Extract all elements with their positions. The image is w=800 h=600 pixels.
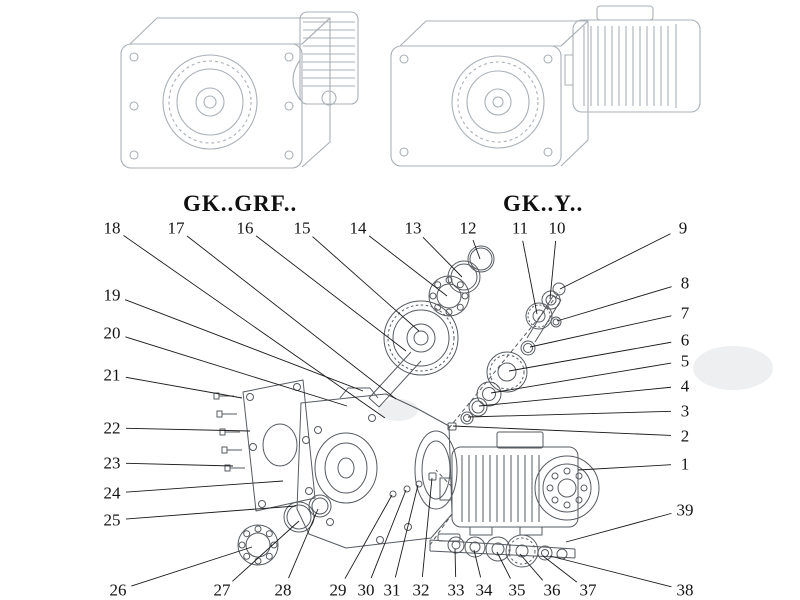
leader-line-8 <box>556 286 672 322</box>
leader-line-27 <box>232 520 300 582</box>
leader-line-16 <box>255 235 407 352</box>
leader-line-37 <box>542 555 578 583</box>
leader-line-29 <box>344 494 393 579</box>
callout-number-15: 15 <box>293 218 311 238</box>
leader-line-9 <box>559 233 671 290</box>
gear-housing <box>296 387 458 549</box>
small-fasteners <box>389 472 437 498</box>
callout-number-10: 10 <box>548 218 566 238</box>
callout-number-30: 30 <box>357 580 375 600</box>
lower-bearing-set <box>237 494 332 566</box>
leader-line-14 <box>368 235 448 297</box>
leader-line-22 <box>125 427 251 432</box>
motor-drawing <box>564 5 701 113</box>
intermediate-gear-set <box>447 340 536 431</box>
output-gear-shaft <box>368 300 459 408</box>
flange-bolts <box>213 392 245 472</box>
callout-number-27: 27 <box>213 580 231 600</box>
leader-line-4 <box>478 386 672 407</box>
callout-number-1: 1 <box>680 454 690 474</box>
callout-number-8: 8 <box>680 273 690 293</box>
input-fin-block <box>299 11 359 105</box>
callout-number-13: 13 <box>404 218 422 238</box>
exploded-motor <box>439 431 600 536</box>
leader-line-28 <box>288 508 319 579</box>
leader-line-31 <box>394 484 419 578</box>
callout-number-17: 17 <box>167 218 185 238</box>
callout-number-21: 21 <box>103 365 121 385</box>
callout-number-5: 5 <box>680 351 690 371</box>
leader-line-5 <box>490 362 672 394</box>
leader-line-18 <box>123 235 386 419</box>
callout-number-34: 34 <box>475 580 493 600</box>
callout-number-32: 32 <box>412 580 430 600</box>
callout-number-19: 19 <box>103 285 121 305</box>
callout-number-3: 3 <box>680 401 690 421</box>
gearbox-grf-drawing <box>120 11 359 169</box>
callout-number-26: 26 <box>109 580 127 600</box>
exploded-view <box>213 245 600 568</box>
callout-number-23: 23 <box>103 453 121 473</box>
callout-number-20: 20 <box>103 323 121 343</box>
model-label-grf: GK..GRF.. <box>183 191 298 216</box>
callout-number-22: 22 <box>103 418 121 438</box>
gearbox-y-drawing <box>390 5 701 167</box>
leader-line-23 <box>125 462 234 467</box>
leader-line-21 <box>125 376 243 399</box>
leader-line-30 <box>370 489 407 579</box>
callout-number-18: 18 <box>103 218 121 238</box>
callout-number-7: 7 <box>680 303 690 323</box>
callout-number-37: 37 <box>579 580 597 600</box>
callout-number-33: 33 <box>447 580 465 600</box>
leader-line-3 <box>467 410 672 418</box>
leader-line-33 <box>454 548 457 578</box>
callout-number-2: 2 <box>680 426 690 446</box>
callout-number-11: 11 <box>511 218 529 238</box>
callout-number-28: 28 <box>274 580 292 600</box>
callout-number-38: 38 <box>676 580 694 600</box>
callout-number-14: 14 <box>349 218 367 238</box>
callout-number-39: 39 <box>676 500 694 520</box>
leader-line-15 <box>312 236 420 332</box>
callout-number-24: 24 <box>103 483 121 503</box>
callout-number-35: 35 <box>508 580 526 600</box>
callout-number-29: 29 <box>329 580 347 600</box>
callout-number-36: 36 <box>543 580 561 600</box>
leader-line-1 <box>577 464 672 471</box>
leader-line-39 <box>565 512 672 543</box>
leader-line-20 <box>125 336 348 407</box>
callout-number-16: 16 <box>236 218 254 238</box>
leader-line-19 <box>124 299 364 392</box>
leader-line-34 <box>473 549 482 578</box>
callout-number-25: 25 <box>103 510 121 530</box>
input-pinion-set <box>525 282 566 343</box>
leader-line-32 <box>421 477 433 578</box>
callout-number-31: 31 <box>383 580 401 600</box>
callout-number-6: 6 <box>680 330 690 350</box>
leader-line-11 <box>522 240 538 315</box>
leader-line-10 <box>549 240 557 300</box>
leader-line-17 <box>186 235 397 400</box>
callout-number-9: 9 <box>678 218 688 238</box>
leader-line-12 <box>472 239 481 260</box>
upper-bearing-set <box>428 245 495 317</box>
callout-number-4: 4 <box>680 376 690 396</box>
leader-line-25 <box>125 505 297 520</box>
model-label-y: GK..Y.. <box>503 191 584 216</box>
flange-plate <box>242 379 316 512</box>
leader-line-2 <box>452 425 672 436</box>
output-shaft-assembly <box>429 533 576 568</box>
leader-line-7 <box>529 315 672 348</box>
leader-line-38 <box>549 555 672 588</box>
leader-line-13 <box>422 236 463 278</box>
leader-line-24 <box>125 480 284 493</box>
leader-line-6 <box>508 341 672 372</box>
callout-number-12: 12 <box>459 218 477 238</box>
leader-line-36 <box>519 553 544 581</box>
leader-line-26 <box>131 546 253 587</box>
leader-line-35 <box>496 551 511 579</box>
